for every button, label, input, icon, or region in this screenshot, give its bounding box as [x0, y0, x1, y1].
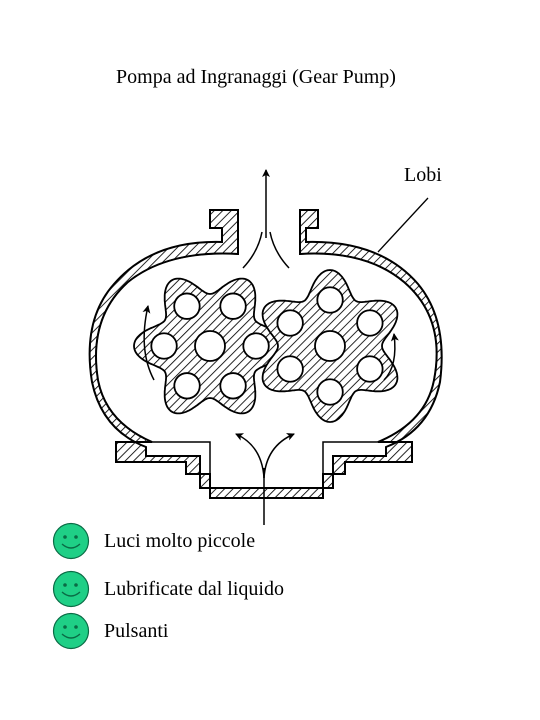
- bullet-text: Luci molto piccole: [104, 529, 256, 552]
- outlet-flow-curve-left: [242, 231, 263, 269]
- left-rotation-arrow: [142, 305, 155, 381]
- smiley-face-icon: [52, 612, 90, 650]
- callout-label-lobi: Lobi: [404, 164, 442, 186]
- list-item: Luci molto piccole: [52, 522, 255, 560]
- list-item: Lubrificate dal liquido: [52, 570, 284, 608]
- bullet-text: Pulsanti: [104, 619, 169, 642]
- diagram-title: Pompa ad Ingranaggi (Gear Pump): [116, 66, 396, 88]
- smiley-face-icon: [52, 522, 90, 560]
- right-rotation-arrow: [383, 333, 399, 381]
- outlet-flow-curve-right: [269, 231, 290, 269]
- left-gear: [133, 277, 287, 415]
- callout-leader-line: [377, 197, 429, 253]
- bullet-text: Lubrificate dal liquido: [104, 577, 284, 600]
- smiley-face-icon: [52, 570, 90, 608]
- housing-inner-lining: [95, 252, 438, 474]
- inlet-flow-arrow-left: [235, 433, 265, 479]
- inlet-flow-arrow-right: [263, 433, 295, 479]
- right-gear: [261, 269, 399, 423]
- list-item: Pulsanti: [52, 612, 168, 650]
